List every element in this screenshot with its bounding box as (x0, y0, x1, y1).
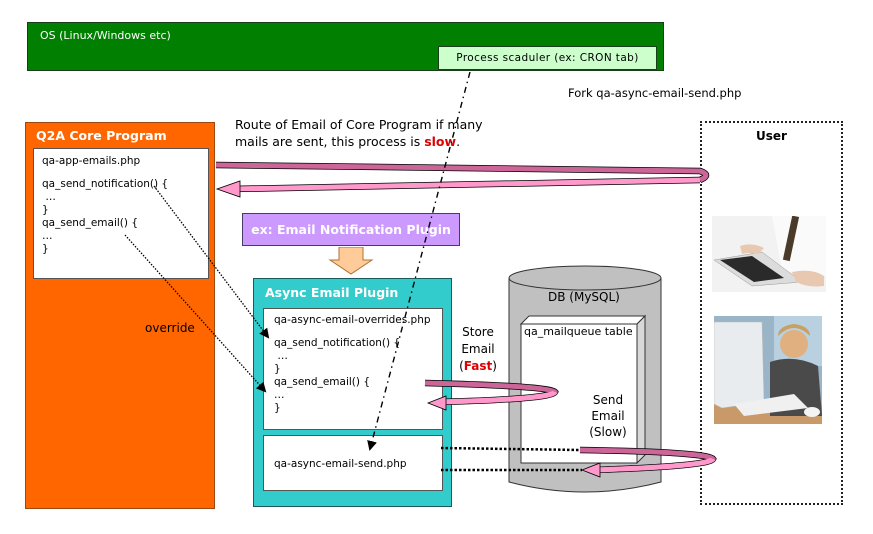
send-label-line2: Email (591, 409, 625, 423)
code-line: qa_send_email() { (274, 376, 371, 388)
send-label-line3: (Slow) (589, 425, 627, 439)
code-line: … (274, 389, 285, 401)
user-title: User (756, 129, 787, 143)
store-label-line1: Store (462, 325, 494, 339)
async-send-file-name: qa-async-email-send.php (274, 458, 407, 470)
os-title: OS (Linux/Windows etc) (40, 29, 171, 42)
send-label-line1: Send (592, 393, 624, 407)
core-program-box: Q2A Core Program qa-app-emails.php qa_se… (25, 122, 215, 509)
fork-label: Fork qa-async-email-send.php (568, 86, 742, 100)
db-title: DB (MySQL) (548, 290, 620, 304)
user-laptop-photo (712, 216, 826, 292)
core-code-box: qa-app-emails.php qa_send_notification()… (33, 148, 209, 279)
store-email-label: Store Email (Fast) (456, 324, 500, 375)
override-label: override (145, 321, 195, 335)
core-program-title: Q2A Core Program (36, 128, 167, 143)
async-plugin-title: Async Email Plugin (265, 285, 399, 300)
async-email-plugin-box: Async Email Plugin qa-async-email-overri… (253, 278, 452, 507)
code-line: } (42, 204, 49, 216)
async-overrides-code-box: qa-async-email-overrides.php qa_send_not… (263, 308, 443, 430)
user-computer-photo (714, 316, 822, 424)
route-note: Route of Email of Core Program if many m… (235, 116, 483, 150)
route-note-line2: mails are sent, this process is slow. (235, 133, 483, 150)
route-note-line1: Route of Email of Core Program if many (235, 117, 483, 132)
route-note-text: mails are sent, this process is (235, 134, 425, 149)
user-box: User (700, 121, 843, 505)
store-label-line2: Email (461, 342, 495, 356)
code-line: qa_send_email() { (42, 217, 139, 229)
store-label-line3: (Fast) (456, 358, 500, 375)
fast-emphasis: Fast (463, 359, 493, 373)
code-line: } (42, 243, 49, 255)
async-file-name: qa-async-email-overrides.php (274, 314, 431, 326)
code-line: qa_send_notification() { (274, 337, 401, 349)
mailqueue-table-label: qa_mailqueue table (524, 325, 633, 338)
paren: ) (492, 359, 497, 373)
code-line: … (42, 230, 53, 242)
code-line: } (274, 402, 281, 414)
down-arrow-icon (328, 247, 374, 275)
code-line: } (274, 363, 281, 375)
process-scheduler-box: Process scaduler (ex: CRON tab) (438, 46, 657, 70)
core-file-name: qa-app-emails.php (42, 155, 141, 167)
route-note-period: . (456, 134, 461, 149)
async-send-code-box: qa-async-email-send.php (263, 435, 443, 491)
code-line: … (42, 191, 56, 203)
email-notification-plugin-box: ex: Email Notification Plugin (242, 213, 460, 246)
slow-emphasis: slow (424, 134, 457, 149)
code-line: qa_send_notification() { (42, 178, 169, 190)
code-line: … (274, 350, 288, 362)
send-email-label: Send Email (Slow) (583, 392, 633, 440)
